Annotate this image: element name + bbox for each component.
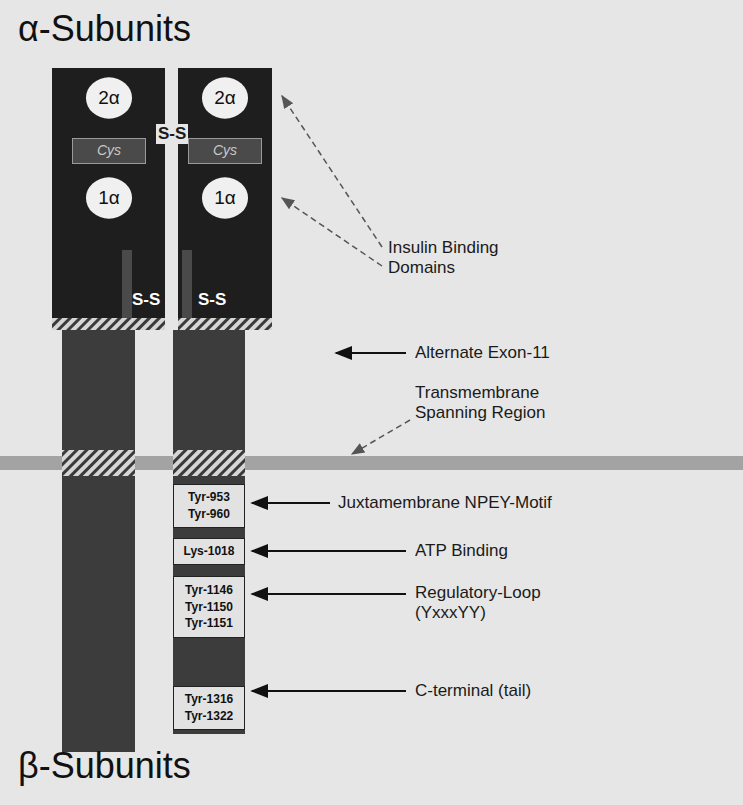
node-label: 1α <box>214 188 236 209</box>
callout-label: Alternate Exon-11 <box>415 343 550 363</box>
label-slot: Juxtamembrane NPEY-Motif <box>338 493 552 513</box>
label-slot: β-Subunits <box>18 745 191 787</box>
transmembrane-segment <box>173 450 245 476</box>
leader-arrow <box>282 198 382 266</box>
residue-box: Lys-1018 <box>173 538 245 565</box>
callout-label: C-terminal (tail) <box>415 681 531 701</box>
callout-label: Insulin Binding Domains <box>388 238 538 278</box>
node-label: Cys <box>97 143 121 158</box>
leader-arrow <box>352 420 410 454</box>
residue-box: Tyr-1316 Tyr-1322 <box>173 686 245 730</box>
residue-label: Tyr-1146 Tyr-1150 Tyr-1151 <box>179 582 239 632</box>
residue-label: Tyr-1316 Tyr-1322 <box>179 691 239 725</box>
node-label: 1α <box>98 188 120 209</box>
binding-domain: 1α <box>201 176 249 220</box>
label-slot: Alternate Exon-11 <box>415 343 550 363</box>
callout-label: Juxtamembrane NPEY-Motif <box>338 493 552 513</box>
node-label: S-S <box>132 291 160 310</box>
node-label: Cys <box>213 143 237 158</box>
leader-arrow <box>252 690 406 692</box>
binding-domain: 2α <box>201 76 249 120</box>
alpha-subunit: S-S 2αCys 1α <box>52 68 165 318</box>
label-slot: Transmembrane Spanning Region <box>415 383 565 423</box>
leader-arrow <box>252 593 406 595</box>
node-label: 2α <box>214 88 236 109</box>
label-slot: Insulin Binding Domains <box>388 238 538 278</box>
exon-band <box>178 318 272 330</box>
callout-label: Transmembrane Spanning Region <box>415 383 565 423</box>
label-slot: S-S <box>156 124 188 144</box>
disulfide-bond: S-S <box>156 124 188 144</box>
label-slot: C-terminal (tail) <box>415 681 531 701</box>
callout-label: Regulatory-Loop (YxxxYY) <box>415 583 565 623</box>
callout-label: ATP Binding <box>415 541 508 561</box>
residue-label: Tyr-953 Tyr-960 <box>179 489 239 523</box>
beta-strip <box>182 250 192 318</box>
exon-band <box>52 318 165 330</box>
binding-domain: 1α <box>85 176 133 220</box>
leader-arrow <box>336 352 406 354</box>
subunit-heading: α-Subunits <box>18 8 191 50</box>
node-label: S-S <box>198 291 226 310</box>
residue-box: Tyr-953 Tyr-960 <box>173 484 245 528</box>
residue-label: Lys-1018 <box>184 543 235 560</box>
beta-subunit <box>173 330 245 734</box>
binding-domain: 2α <box>85 76 133 120</box>
beta-subunit <box>62 330 135 752</box>
beta-strip <box>122 250 132 318</box>
leader-arrow <box>282 96 382 247</box>
residue-box: Tyr-1146 Tyr-1150 Tyr-1151 <box>173 576 245 638</box>
label-slot: Regulatory-Loop (YxxxYY) <box>415 583 565 623</box>
leader-arrow <box>252 502 330 504</box>
alpha-subunit: S-S 2αCys 1α <box>178 68 272 318</box>
cysteine-rich-domain: Cys <box>188 138 262 164</box>
transmembrane-segment <box>62 450 135 476</box>
label-slot: ATP Binding <box>415 541 508 561</box>
node-label: 2α <box>98 88 120 109</box>
title-slot: α-Subunits <box>18 8 191 50</box>
subunit-heading: β-Subunits <box>18 745 191 787</box>
cysteine-rich-domain: Cys <box>72 138 146 164</box>
leader-arrow <box>252 550 406 552</box>
